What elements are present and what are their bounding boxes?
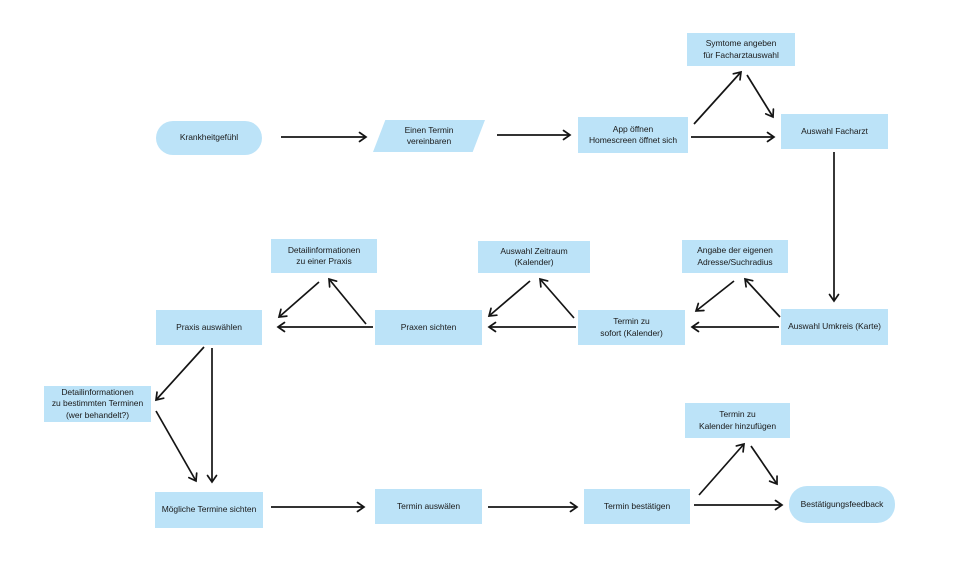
node-krankheitgefuehl[interactable]: Krankheitgefühl [156,121,262,155]
edge-symtome-auswahl-facharzt [746,74,775,119]
node-auswahl-zeitraum[interactable]: Auswahl Zeitraum (Kalender) [478,241,590,273]
edge-praxen-sichten-detail-praxis [328,277,367,325]
edge-detail-praxis-praxis-auswaehlen [277,281,320,318]
node-termin-zu-sofort[interactable]: Termin zu sofort (Kalender) [578,310,685,345]
node-app-oeffnen[interactable]: App öffnen Homescreen öffnet sich [578,117,688,153]
edge-termin-bestaetigen-termin-kalender [698,442,745,496]
node-detailinformationen-praxis[interactable]: Detailinformationen zu einer Praxis [271,239,377,273]
node-auswahl-facharzt[interactable]: Auswahl Facharzt [781,114,888,149]
edge-app-oeffnen-symtome [693,70,743,125]
edge-termin-sofort-auswahl-zeitraum [539,277,575,319]
node-einen-termin-vereinbaren[interactable]: Einen Termin vereinbaren [373,120,485,152]
node-angabe-adresse-suchradius[interactable]: Angabe der eigenen Adresse/Suchradius [682,240,788,273]
node-symtome-angeben[interactable]: Symtome angeben für Facharztauswahl [687,33,795,66]
node-praxis-auswaehlen[interactable]: Praxis auswählen [156,310,262,345]
node-detailinformationen-termine[interactable]: Detailinformationen zu bestimmten Termin… [44,386,151,422]
node-termin-kalender-hinzufuegen[interactable]: Termin zu Kalender hinzufügen [685,403,790,438]
edge-praxis-auswaehlen-detail-termine [154,346,205,402]
edge-auswahl-zeitraum-praxen-sichten [487,280,531,317]
node-moegliche-termine-sichten[interactable]: Mögliche Termine sichten [155,492,263,528]
node-termin-bestaetigen[interactable]: Termin bestätigen [584,489,690,524]
node-termin-auswaelen[interactable]: Termin auswälen [375,489,482,524]
edge-auswahl-umkreis-angabe-adresse [743,277,781,318]
node-auswahl-umkreis[interactable]: Auswahl Umkreis (Karte) [781,309,888,345]
node-bestaetigungsfeedback[interactable]: Bestätigungsfeedback [789,486,895,523]
edge-angabe-adresse-termin-sofort [694,280,735,312]
edge-termin-kalender-bestaetigungsfeedback [750,445,778,486]
edge-detail-termine-moegliche-termine [155,410,198,483]
node-praxen-sichten[interactable]: Praxen sichten [375,310,482,345]
